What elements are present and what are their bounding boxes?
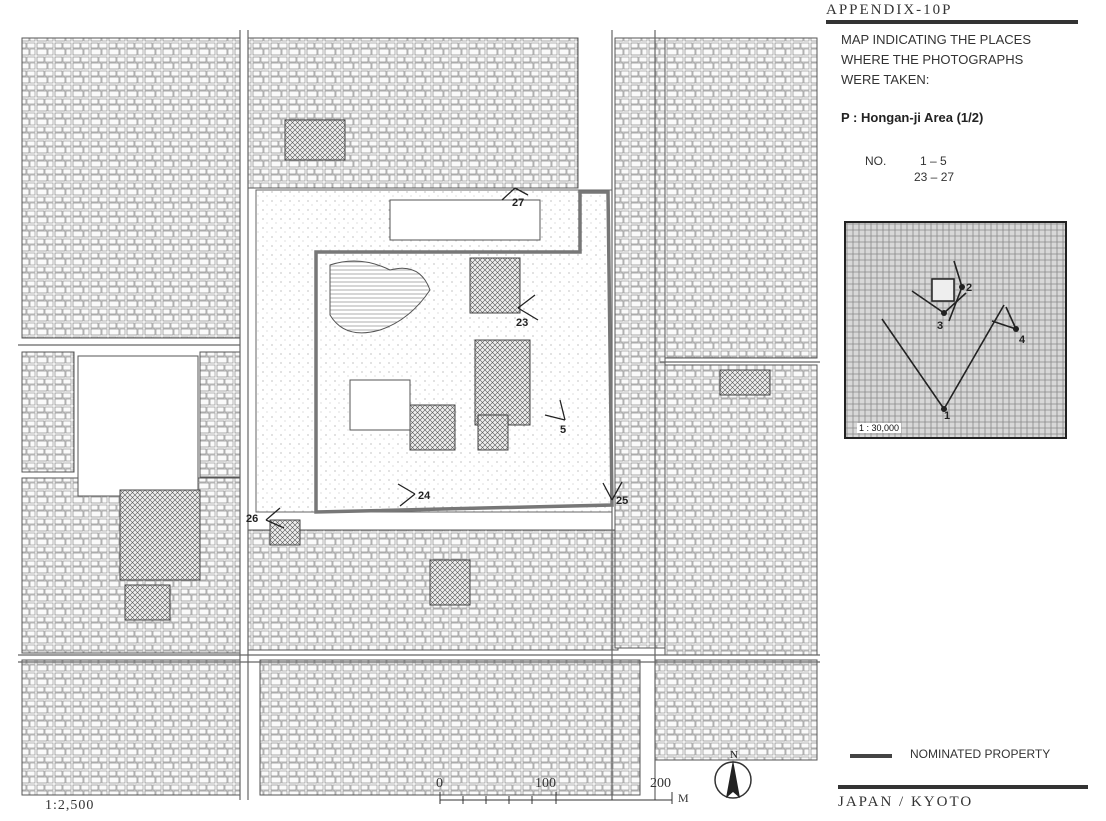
photo-number-range-1: 1 – 5	[920, 154, 947, 168]
legend-label: NOMINATED PROPERTY	[910, 747, 1051, 761]
svg-text:23: 23	[516, 317, 528, 329]
svg-text:24: 24	[418, 490, 431, 502]
area-title: P : Hongan-ji Area (1/2)	[841, 110, 984, 125]
legend-line-swatch	[850, 754, 892, 758]
svg-text:27: 27	[512, 197, 524, 209]
svg-text:N: N	[730, 749, 738, 761]
scale-bar	[439, 792, 673, 804]
photo-point-24: 24	[397, 483, 431, 507]
temple-building	[349, 379, 411, 431]
svg-text:5: 5	[560, 424, 566, 436]
inset-point-1: 1	[944, 410, 950, 422]
appendix-title: APPENDIX-10P	[826, 2, 953, 18]
north-arrow-icon: N	[714, 749, 752, 799]
inset-point-3: 3	[937, 320, 943, 332]
temple-hall	[474, 339, 531, 426]
scalebar-unit: M	[678, 791, 689, 805]
garden-pond	[329, 260, 431, 334]
inset-scale-label: 1 : 30,000	[857, 423, 902, 433]
scalebar-label-0: 0	[436, 776, 443, 791]
photo-point-25: 25	[602, 481, 628, 507]
photo-number-range-2: 23 – 27	[914, 170, 955, 184]
photo-point-23: 23	[516, 294, 539, 329]
school-building	[119, 489, 201, 581]
hatched-building	[429, 559, 471, 606]
photo-point-27: 27	[501, 187, 529, 209]
map-scale-label: 1:2,500	[45, 798, 95, 813]
photo-point-5: 5	[544, 399, 566, 436]
hatched-building	[719, 369, 771, 396]
photo-point-26: 26	[246, 507, 285, 529]
ground-area	[77, 355, 199, 497]
city-block-map: 27 23 5 24 25 26 N	[18, 30, 820, 804]
svg-text:25: 25	[616, 495, 628, 507]
inset-view-lines	[881, 260, 1017, 410]
temple-hall	[469, 257, 521, 314]
hatched-building	[124, 584, 171, 621]
inset-point-4: 4	[1019, 334, 1026, 346]
inset-map: 1 2 3 4	[844, 221, 1067, 439]
photo-number-label: NO.	[865, 154, 887, 168]
footer-location: JAPAN / KYOTO	[838, 794, 974, 810]
temple-hall	[477, 414, 509, 451]
block-grid	[21, 37, 818, 796]
scalebar-label-100: 100	[535, 776, 556, 791]
hatched-building	[284, 119, 346, 161]
header-rule	[826, 20, 1078, 24]
map-intro: MAP INDICATING THE PLACES WHERE THE PHOT…	[841, 32, 1031, 87]
inset-point-2: 2	[966, 282, 972, 294]
footer-rule	[838, 785, 1088, 789]
temple-hall	[409, 404, 456, 451]
svg-text:26: 26	[246, 513, 258, 525]
temple-building	[389, 199, 541, 241]
scalebar-label-200: 200	[650, 776, 671, 791]
nominated-property-boundary	[314, 190, 614, 514]
